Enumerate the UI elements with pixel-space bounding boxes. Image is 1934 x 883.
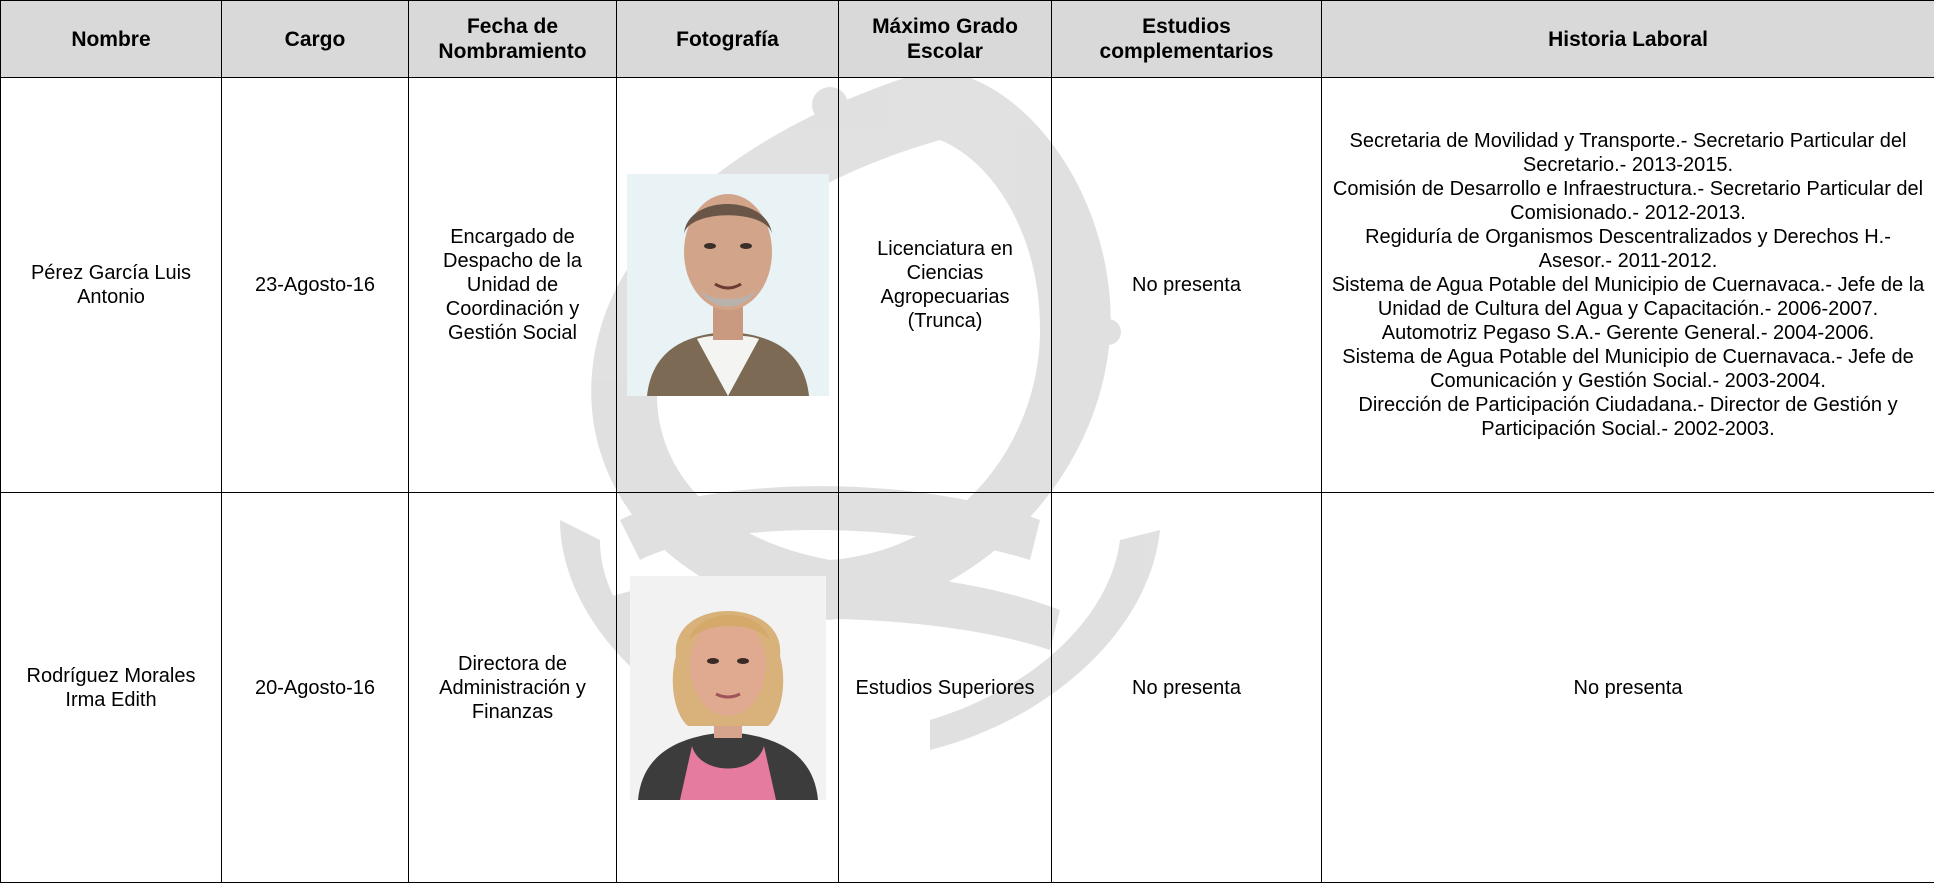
historia-entry: Sistema de Agua Potable del Municipio de… xyxy=(1328,273,1928,321)
historia-entry: Secretaria de Movilidad y Transporte.- S… xyxy=(1328,129,1928,177)
cell-fecha: 20-Agosto-16 xyxy=(222,493,409,883)
header-fotografia: Fotografía xyxy=(617,1,839,78)
header-historia: Historia Laboral xyxy=(1322,1,1934,78)
cell-estudios: No presenta xyxy=(1052,78,1322,493)
table-row: Pérez García Luis Antonio 23-Agosto-16 E… xyxy=(1,78,1934,493)
portrait-photo xyxy=(630,576,826,800)
portrait-photo xyxy=(627,174,829,396)
cell-nombre: Rodríguez Morales Irma Edith xyxy=(1,493,222,883)
historia-entry: Automotriz Pegaso S.A.- Gerente General.… xyxy=(1328,321,1928,345)
cell-grado: Licenciatura en Ciencias Agropecuarias (… xyxy=(839,78,1052,493)
cell-grado: Estudios Superiores xyxy=(839,493,1052,883)
cell-historia: Secretaria de Movilidad y Transporte.- S… xyxy=(1322,78,1934,493)
historia-entry: Sistema de Agua Potable del Municipio de… xyxy=(1328,345,1928,393)
cell-fotografia xyxy=(617,493,839,883)
historia-entry: Comisión de Desarrollo e Infraestructura… xyxy=(1328,177,1928,225)
cell-historia: No presenta xyxy=(1322,493,1934,883)
cell-estudios: No presenta xyxy=(1052,493,1322,883)
cell-cargo: Encargado de Despacho de la Unidad de Co… xyxy=(409,78,617,493)
table-row: Rodríguez Morales Irma Edith 20-Agosto-1… xyxy=(1,493,1934,883)
cell-cargo: Directora de Administración y Finanzas xyxy=(409,493,617,883)
historia-entry: Regiduría de Organismos Descentralizados… xyxy=(1328,225,1928,273)
cell-fotografia xyxy=(617,78,839,493)
cell-fecha: 23-Agosto-16 xyxy=(222,78,409,493)
cell-nombre: Pérez García Luis Antonio xyxy=(1,78,222,493)
header-nombre: Nombre xyxy=(1,1,222,78)
header-cargo: Cargo xyxy=(222,1,409,78)
historia-entry: Dirección de Participación Ciudadana.- D… xyxy=(1328,393,1928,441)
